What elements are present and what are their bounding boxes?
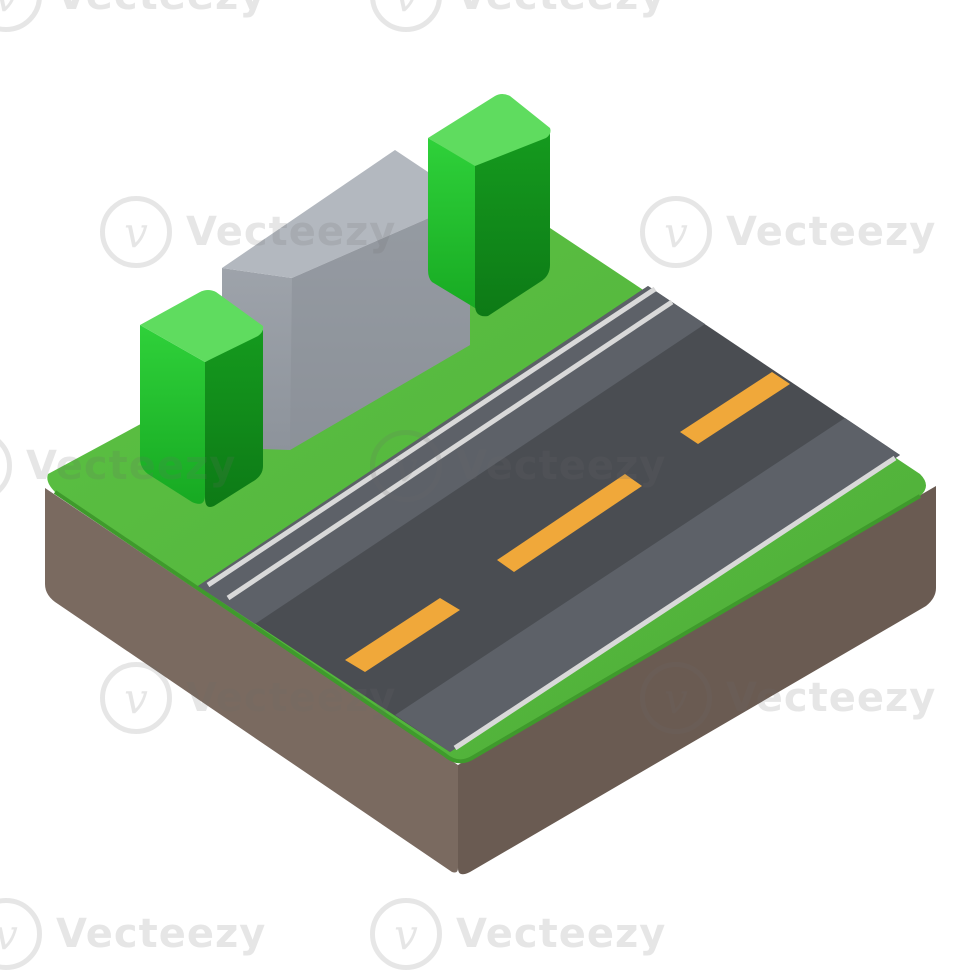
white-line-3 bbox=[453, 455, 897, 751]
soil-right-face bbox=[458, 486, 936, 875]
left-tower-side bbox=[205, 330, 263, 507]
right-tower-front bbox=[428, 138, 486, 315]
soil-base bbox=[45, 486, 936, 875]
road-surface bbox=[198, 286, 900, 752]
yellow-dash-2 bbox=[497, 474, 642, 572]
right-tower-side bbox=[475, 132, 550, 317]
grass-edge bbox=[53, 490, 922, 764]
left-green-tower bbox=[140, 290, 264, 507]
left-tower-top bbox=[140, 290, 264, 362]
left-tower-front bbox=[140, 325, 205, 504]
building-top-face bbox=[222, 150, 470, 278]
white-line-2 bbox=[226, 299, 674, 601]
right-green-tower bbox=[428, 94, 551, 317]
soil-left-face bbox=[45, 488, 458, 873]
building-shadow-face bbox=[290, 200, 470, 450]
yellow-dash-1 bbox=[345, 598, 460, 672]
road-near-lane bbox=[198, 286, 705, 624]
yellow-dash-3 bbox=[680, 372, 790, 444]
road-far-lane bbox=[395, 418, 900, 752]
right-tower-top bbox=[428, 94, 551, 166]
white-line-1 bbox=[206, 286, 657, 588]
asphalt-road bbox=[198, 286, 900, 752]
grey-building bbox=[222, 150, 470, 450]
